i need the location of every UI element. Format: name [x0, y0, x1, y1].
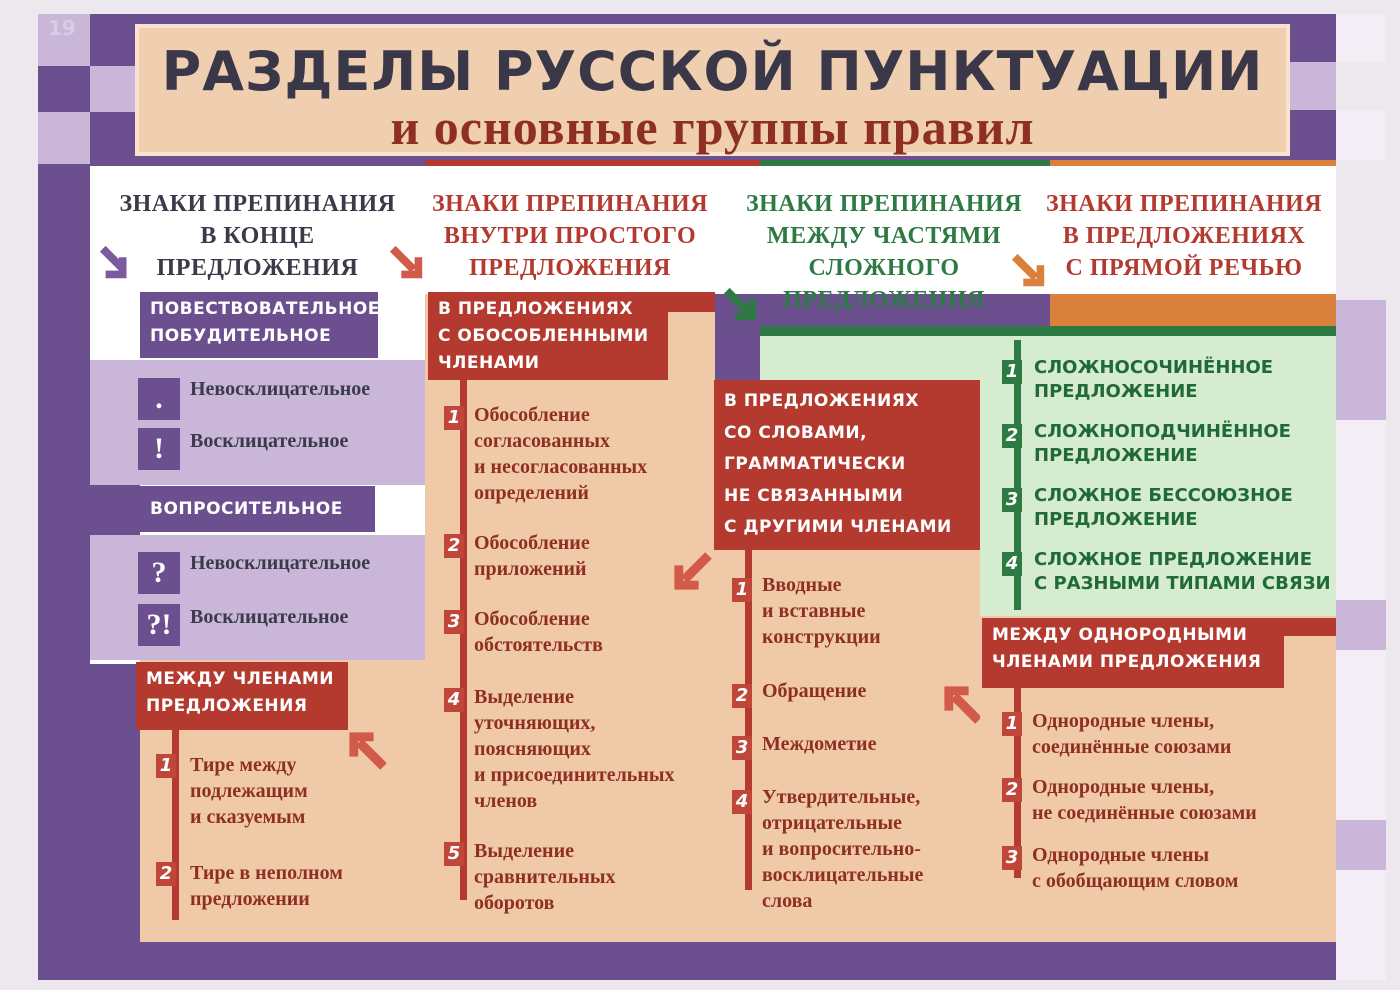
tag-declarative: ПОВЕСТВОВАТЕЛЬНОЕ ПОБУДИТЕЛЬНОЕ	[140, 292, 379, 358]
decor-square	[38, 112, 90, 164]
item-address: Обращение	[762, 680, 867, 702]
item-asyndetic-sentence: СЛОЖНОЕ БЕССОЮЗНОЕ ПРЕДЛОЖЕНИЕ	[1034, 485, 1293, 530]
connector-line	[172, 730, 179, 920]
number-badge: 2	[1002, 424, 1022, 448]
decor-square	[1336, 600, 1386, 650]
item-compound-sentence: СЛОЖНОСОЧИНЁННОЕ ПРЕДЛОЖЕНИЕ	[1034, 357, 1274, 402]
tag-extension	[668, 292, 715, 312]
item-isolation-adverbials: Обособление обстоятельств	[474, 608, 603, 656]
arrow-up-left-icon	[944, 686, 982, 724]
arrow-down-right-icon	[723, 287, 757, 321]
number-badge: 2	[156, 862, 176, 886]
decor-square	[38, 14, 90, 66]
green-bar	[760, 326, 1336, 336]
number-badge: 5	[444, 842, 464, 866]
number-badge: 3	[1002, 488, 1022, 512]
tag-grammatically-unrelated: В ПРЕДЛОЖЕНИЯХ СО СЛОВАМИ, ГРАММАТИЧЕСКИ…	[714, 380, 980, 550]
item-isolation-attributes: Обособление согласованных и несогласован…	[474, 404, 648, 504]
arrow-down-right-icon	[389, 245, 423, 279]
column-heading-speech: ЗНАКИ ПРЕПИНАНИЯ В ПРЕДЛОЖЕНИЯХ С ПРЯМОЙ…	[1045, 191, 1323, 281]
decor-strip	[1336, 420, 1386, 980]
decor-square	[1336, 300, 1386, 420]
page-number: 19	[48, 16, 76, 40]
arrow-down-left-icon	[674, 552, 712, 590]
page-title: РАЗДЕЛЫ РУССКОЙ ПУНКТУАЦИИ	[161, 40, 1264, 103]
decor-square	[1336, 14, 1386, 62]
number-badge: 3	[1002, 846, 1022, 870]
title-box: РАЗДЕЛЫ РУССКОЙ ПУНКТУАЦИИ и основные гр…	[135, 24, 1290, 156]
decor-square	[1336, 110, 1386, 160]
item-comparative-phrases: Выделение сравнительных оборотов	[474, 840, 616, 914]
item-mixed-connection: СЛОЖНОЕ ПРЕДЛОЖЕНИЕ С РАЗНЫМИ ТИПАМИ СВЯ…	[1034, 549, 1331, 594]
tag-between-members: МЕЖДУ ЧЛЕНАМИ ПРЕДЛОЖЕНИЯ	[136, 662, 348, 730]
number-badge: 1	[156, 754, 176, 778]
item-non-exclamatory: Невосклицательное	[190, 378, 371, 400]
item-non-exclamatory: Невосклицательное	[190, 552, 371, 574]
period-symbol: .	[138, 378, 180, 420]
decor-square	[90, 485, 140, 535]
page-subtitle: и основные группы правил	[390, 99, 1035, 155]
item-homogeneous-with-conj: Однородные члены, соединённые союзами	[1032, 710, 1232, 758]
number-badge: 3	[732, 736, 752, 760]
number-badge: 1	[1002, 360, 1022, 384]
column-heading-between: ЗНАКИ ПРЕПИНАНИЯ МЕЖДУ ЧАСТЯМИ СЛОЖНОГО …	[745, 191, 1023, 313]
number-badge: 1	[444, 406, 464, 430]
item-affirmative-words: Утвердительные, отрицательные и вопросит…	[762, 786, 924, 912]
decor-square	[1290, 62, 1336, 110]
header-band	[90, 166, 1336, 294]
orange-bar	[1050, 294, 1336, 326]
tag-isolated-members: В ПРЕДЛОЖЕНИЯХ С ОБОСОБЛЕННЫМИ ЧЛЕНАМИ	[428, 292, 668, 380]
item-exclamatory: Восклицательное	[190, 606, 349, 628]
question-exclamation-symbol: ?!	[138, 604, 180, 646]
arrow-down-right-icon	[99, 245, 127, 279]
tag-interrogative: ВОПРОСИТЕЛЬНОЕ	[140, 486, 375, 532]
number-badge: 4	[732, 790, 752, 814]
item-dash-incomplete: Тире в неполном предложении	[190, 862, 343, 910]
column-heading-inside: ЗНАКИ ПРЕПИНАНИЯ ВНУТРИ ПРОСТОГО ПРЕДЛОЖ…	[431, 191, 709, 281]
arrow-up-left-icon	[349, 732, 387, 770]
number-badge: 2	[1002, 778, 1022, 802]
decor-square	[90, 66, 136, 112]
item-interjection: Междометие	[762, 733, 877, 755]
strip-col2	[425, 160, 760, 166]
number-badge: 2	[444, 534, 464, 558]
connector-line	[745, 550, 752, 890]
strip-col3	[760, 160, 1050, 166]
number-badge: 1	[1002, 712, 1022, 736]
arrow-down-right-icon	[1011, 253, 1045, 287]
number-badge: 4	[1002, 552, 1022, 576]
item-exclamatory: Восклицательное	[190, 430, 349, 452]
column-heading-end: ЗНАКИ ПРЕПИНАНИЯ В КОНЦЕ ПРЕДЛОЖЕНИЯ	[119, 191, 396, 281]
number-badge: 1	[732, 578, 752, 602]
number-badge: 3	[444, 610, 464, 634]
tag-homogeneous-members: МЕЖДУ ОДНОРОДНЫМИ ЧЛЕНАМИ ПРЕДЛОЖЕНИЯ	[982, 618, 1284, 688]
connector-line	[460, 380, 467, 900]
item-isolation-appositions: Обособление приложений	[474, 532, 590, 580]
decor-square	[1336, 820, 1386, 870]
number-badge: 2	[732, 684, 752, 708]
number-badge: 4	[444, 688, 464, 712]
strip-col4	[1050, 160, 1336, 166]
col2-panel	[425, 294, 715, 942]
exclamation-symbol: !	[138, 428, 180, 470]
tag-extension	[1284, 618, 1336, 636]
item-dash-subject-predicate: Тире между подлежащим и сказуемым	[190, 754, 308, 828]
item-homogeneous-no-conj: Однородные члены, не соединённые союзами	[1032, 776, 1257, 824]
item-complex-sentence: СЛОЖНОПОДЧИНЁННОЕ ПРЕДЛОЖЕНИЕ	[1034, 421, 1291, 466]
strip-col1	[90, 160, 425, 166]
item-homogeneous-generalizing: Однородные члены с обобщающим словом	[1032, 844, 1239, 892]
item-introductory: Вводные и вставные конструкции	[762, 574, 881, 648]
item-clarifying-members: Выделение уточняющих, поясняющих и присо…	[474, 686, 675, 812]
question-symbol: ?	[138, 552, 180, 594]
connector-line	[1014, 340, 1021, 610]
